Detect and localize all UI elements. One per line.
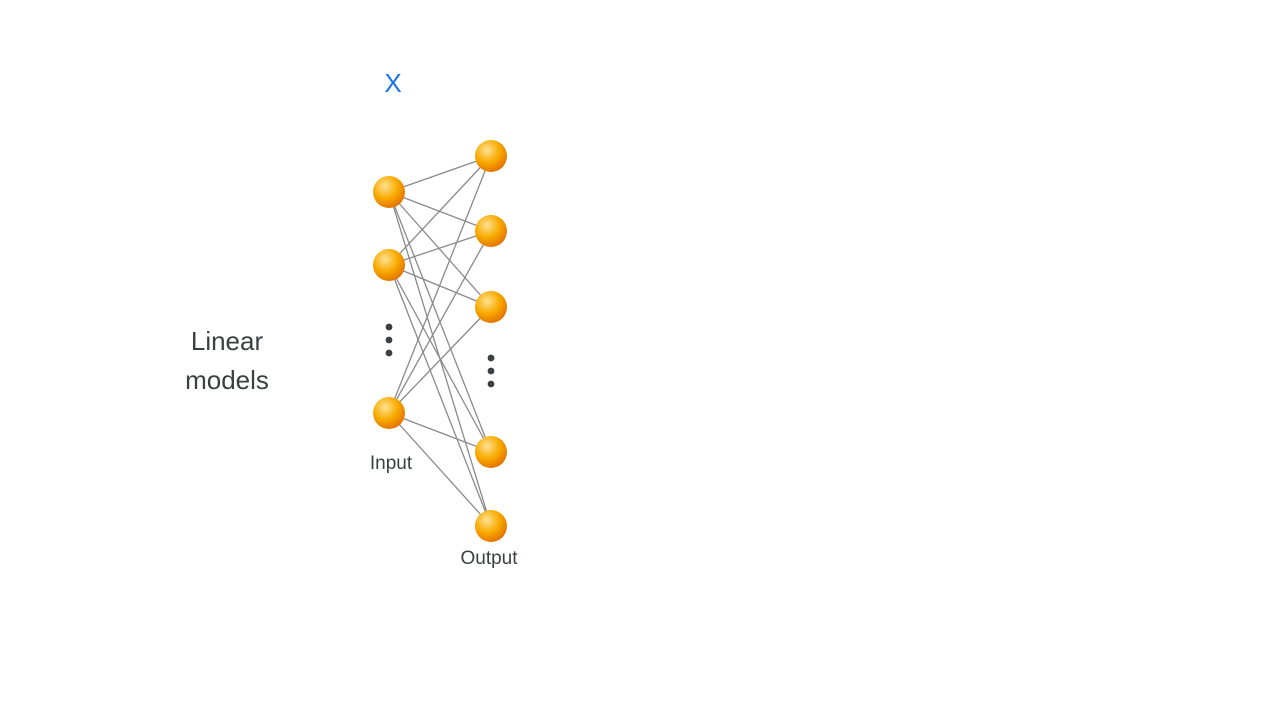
input-node	[373, 249, 405, 281]
connection-line	[388, 155, 492, 414]
section-title-line-1: Linear	[190, 326, 264, 356]
output-layer-label: Output	[460, 548, 518, 569]
input-layer-label: Input	[369, 453, 413, 474]
output-ellipsis-dot	[487, 367, 495, 375]
output-node	[475, 215, 507, 247]
connection-line	[388, 230, 492, 266]
output-node	[475, 140, 507, 172]
connection-line	[388, 412, 492, 453]
connection-line	[388, 412, 492, 527]
input-node	[373, 397, 405, 429]
section-title: Linear models	[150, 322, 304, 400]
output-node	[475, 436, 507, 468]
connection-line	[388, 306, 492, 414]
connection-line	[388, 155, 492, 193]
connection-line	[388, 155, 492, 266]
output-ellipsis-dot	[487, 380, 495, 388]
input-variable-label: X	[384, 68, 402, 98]
input-ellipsis-dot	[385, 323, 393, 331]
input-ellipsis-dot	[385, 336, 393, 344]
connection-lines	[388, 155, 492, 527]
connection-line	[388, 264, 492, 453]
connection-line	[388, 230, 492, 414]
output-node	[475, 291, 507, 323]
ellipsis-markers	[385, 323, 495, 388]
connection-line	[388, 191, 492, 232]
input-ellipsis-dot	[385, 349, 393, 357]
connection-line	[388, 191, 492, 308]
connection-line	[388, 264, 492, 527]
network-nodes	[373, 140, 507, 542]
output-node	[475, 510, 507, 542]
output-ellipsis-dot	[487, 354, 495, 362]
section-title-line-2: models	[185, 365, 269, 395]
input-node	[373, 176, 405, 208]
